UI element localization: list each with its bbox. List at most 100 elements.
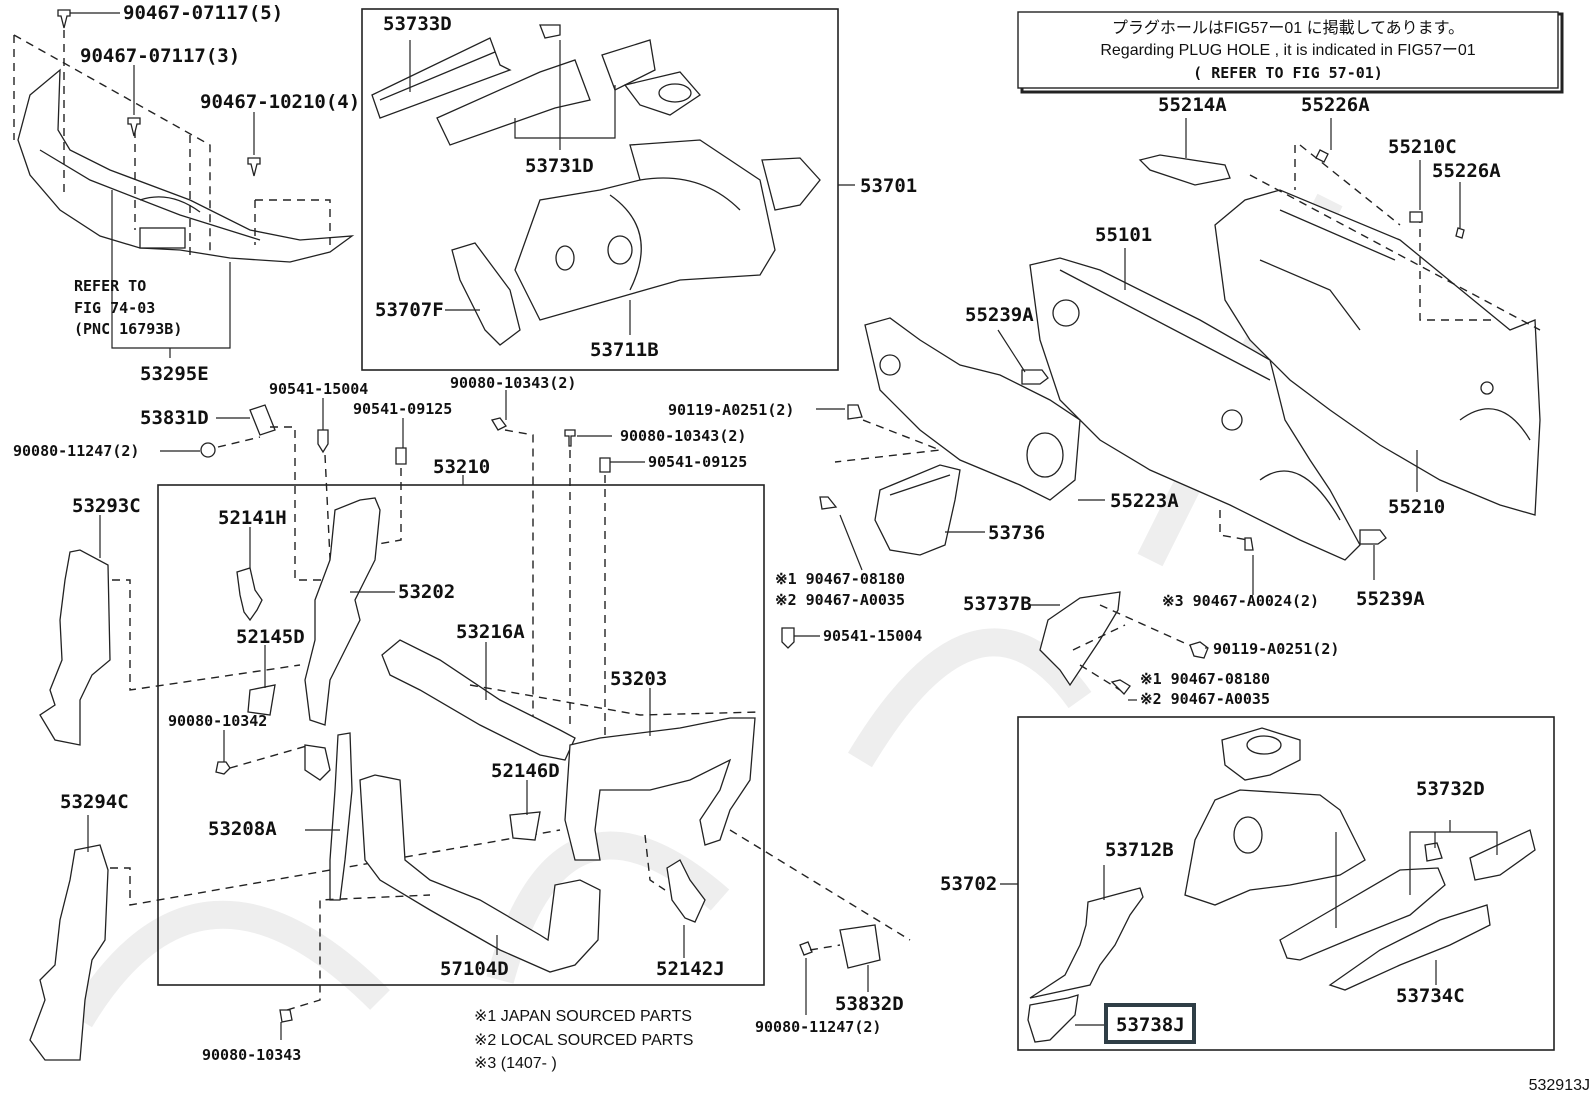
label-53712b[interactable]: 53712B xyxy=(1105,839,1174,861)
label-55226a-top[interactable]: 55226A xyxy=(1301,94,1370,116)
highlight-box-53738j xyxy=(1104,1003,1196,1044)
group-box-53210 xyxy=(157,484,765,986)
label-53734c[interactable]: 53734C xyxy=(1396,985,1465,1007)
figure-id: 532913J xyxy=(1529,1077,1590,1094)
label-55210c[interactable]: 55210C xyxy=(1388,136,1457,158)
part-53732d-drawing xyxy=(1279,829,1536,961)
label-53736[interactable]: 53736 xyxy=(988,522,1045,544)
part-53295e-fasteners xyxy=(13,9,331,260)
label-90080-10342[interactable]: 90080-10342 xyxy=(168,712,267,730)
label-90467-a0035-upper[interactable]: ※2 90467-A0035 xyxy=(775,591,905,609)
label-90080-10343-bottom[interactable]: 90080-10343 xyxy=(202,1046,301,1064)
label-53732d[interactable]: 53732D xyxy=(1416,778,1485,800)
label-90467-07117-5[interactable]: 90467-07117(5) xyxy=(123,2,283,24)
label-53702[interactable]: 53702 xyxy=(940,873,997,895)
notice-japanese: プラグホールはFIG57ー01 に掲載してあります。 xyxy=(1112,19,1464,37)
label-53202[interactable]: 53202 xyxy=(398,581,455,603)
label-90467-a0024[interactable]: ※3 90467-A0024(2) xyxy=(1162,592,1319,610)
label-53737b[interactable]: 53737B xyxy=(963,593,1032,615)
label-90541-09125-right[interactable]: 90541-09125 xyxy=(648,453,747,471)
part-53293c-drawing xyxy=(39,549,111,746)
part-55223a-drawing xyxy=(864,317,1081,501)
label-53831d[interactable]: 53831D xyxy=(140,407,209,429)
legend-item-2: ※2 LOCAL SOURCED PARTS xyxy=(474,1032,693,1049)
part-53208a-drawing xyxy=(304,732,353,901)
label-90080-11247-lower[interactable]: 90080-11247(2) xyxy=(755,1018,881,1036)
label-55101[interactable]: 55101 xyxy=(1095,224,1152,246)
part-52145d-drawing xyxy=(247,684,276,716)
label-55214a[interactable]: 55214A xyxy=(1158,94,1227,116)
label-53701[interactable]: 53701 xyxy=(860,175,917,197)
notice-english: Regarding PLUG HOLE , it is indicated in… xyxy=(1100,42,1475,59)
label-90541-15004-right[interactable]: 90541-15004 xyxy=(823,627,922,645)
notice-refer[interactable]: ( REFER TO FIG 57-01) xyxy=(1193,64,1383,82)
part-55101-drawing xyxy=(1029,257,1361,561)
part-55239a-drawing xyxy=(1021,369,1387,545)
label-90467-08180-lower[interactable]: ※1 90467-08180 xyxy=(1140,670,1270,688)
sourcing-legend: ※1 JAPAN SOURCED PARTS ※2 LOCAL SOURCED … xyxy=(474,1008,693,1072)
label-55210[interactable]: 55210 xyxy=(1388,496,1445,518)
part-53832d-drawing xyxy=(839,924,881,969)
label-53203[interactable]: 53203 xyxy=(610,668,667,690)
label-90119-a0251-upper[interactable]: 90119-A0251(2) xyxy=(668,401,794,419)
label-90467-10210-4[interactable]: 90467-10210(4) xyxy=(200,91,360,113)
part-53734c-drawing xyxy=(1328,904,1491,991)
refer-note-line1: REFER TO xyxy=(74,277,146,295)
label-53733d[interactable]: 53733D xyxy=(383,13,452,35)
label-90467-07117-3[interactable]: 90467-07117(3) xyxy=(80,45,240,67)
part-55214a-drawing xyxy=(1138,154,1231,186)
label-53294c[interactable]: 53294C xyxy=(60,791,129,813)
part-53216a-drawing xyxy=(381,639,576,761)
label-53208a[interactable]: 53208A xyxy=(208,818,277,840)
part-53203-drawing xyxy=(564,717,756,861)
part-53731d-drawing xyxy=(436,24,656,146)
label-53293c[interactable]: 53293C xyxy=(72,495,141,517)
part-52146d-drawing xyxy=(509,811,541,841)
label-55239a-upper[interactable]: 55239A xyxy=(965,304,1034,326)
part-53733d-drawing xyxy=(371,37,512,119)
label-57104d[interactable]: 57104D xyxy=(440,958,509,980)
part-53736-drawing xyxy=(874,464,961,556)
label-90467-08180-upper[interactable]: ※1 90467-08180 xyxy=(775,570,905,588)
label-53707f[interactable]: 53707F xyxy=(375,299,444,321)
part-53702-drawing xyxy=(1184,727,1366,906)
label-52145d[interactable]: 52145D xyxy=(236,626,305,648)
label-53711b[interactable]: 53711B xyxy=(590,339,659,361)
part-53202-drawing xyxy=(304,497,381,726)
label-90080-10343-top[interactable]: 90080-10343(2) xyxy=(450,374,576,392)
label-53216a[interactable]: 53216A xyxy=(456,621,525,643)
part-53712b-drawing xyxy=(1029,887,1144,999)
label-90119-a0251-lower[interactable]: 90119-A0251(2) xyxy=(1213,640,1339,658)
part-53711b-drawing xyxy=(514,139,776,321)
label-53295e[interactable]: 53295E xyxy=(140,363,209,385)
label-53738j[interactable]: 53738J xyxy=(1116,1014,1185,1036)
refer-note-line3: (PNC 16793B) xyxy=(74,320,182,338)
part-53707f-drawing xyxy=(451,242,521,346)
label-90467-a0035-lower[interactable]: ※2 90467-A0035 xyxy=(1140,690,1270,708)
refer-note-line2: FIG 74-03 xyxy=(74,299,155,317)
part-53294c-drawing xyxy=(29,844,109,1061)
part-53295e-drawing xyxy=(17,68,355,263)
group-box-53701 xyxy=(361,8,839,371)
label-90541-15004-upper[interactable]: 90541-15004 xyxy=(269,380,368,398)
label-90080-10343-mid[interactable]: 90080-10343(2) xyxy=(620,427,746,445)
part-57104d-drawing xyxy=(359,774,601,973)
label-90080-11247-upper[interactable]: 90080-11247(2) xyxy=(13,442,139,460)
label-52141h[interactable]: 52141H xyxy=(218,507,287,529)
label-53210[interactable]: 53210 xyxy=(433,456,490,478)
label-55226a-right[interactable]: 55226A xyxy=(1432,160,1501,182)
legend-item-1: ※1 JAPAN SOURCED PARTS xyxy=(474,1008,692,1025)
label-55223a[interactable]: 55223A xyxy=(1110,490,1179,512)
part-53738j-drawing xyxy=(1027,994,1079,1043)
label-55239a-lower[interactable]: 55239A xyxy=(1356,588,1425,610)
part-53737b-drawing xyxy=(1039,591,1121,687)
label-52142j[interactable]: 52142J xyxy=(656,958,725,980)
label-52146d[interactable]: 52146D xyxy=(491,760,560,782)
part-53831d-drawing xyxy=(249,404,276,436)
part-52141h-drawing xyxy=(236,567,263,622)
label-90541-09125-upper[interactable]: 90541-09125 xyxy=(353,400,452,418)
label-53731d[interactable]: 53731D xyxy=(525,155,594,177)
label-53832d[interactable]: 53832D xyxy=(835,993,904,1015)
legend-item-3: ※3 (1407- ) xyxy=(474,1055,557,1072)
